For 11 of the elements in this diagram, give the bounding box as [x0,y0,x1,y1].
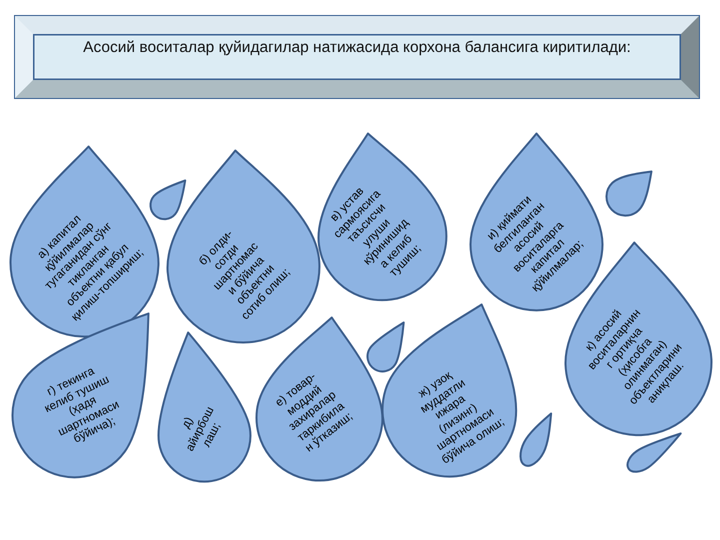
water-drop [626,432,683,474]
water-drop [366,320,406,372]
water-drop [519,412,553,467]
water-drop [604,170,652,218]
water-drop [156,331,252,484]
title-banner [14,15,700,99]
water-drop [381,303,518,478]
water-drop [316,132,448,302]
water-drop [149,178,188,220]
water-drop [9,145,160,338]
banner-text: Асосий воситалар қуйидагилар натижасида корхона балансига киритилади: [83,39,631,57]
